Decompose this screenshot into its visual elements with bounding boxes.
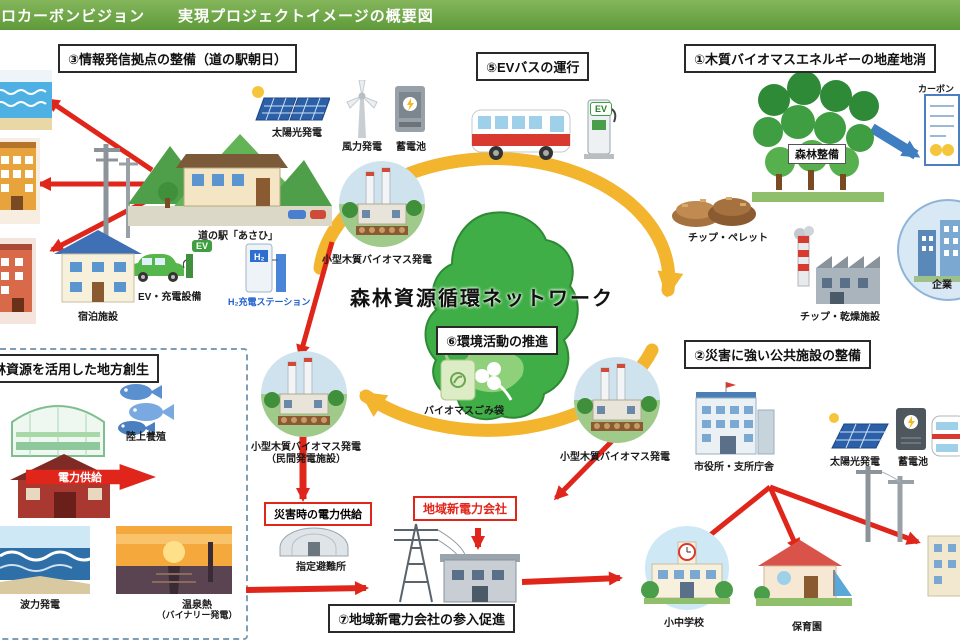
city-hall-label: 市役所・支所庁舎	[694, 462, 774, 473]
network-title: 森林資源循環ネットワーク	[350, 288, 614, 310]
biomass-plant-right	[573, 356, 661, 444]
nursery-building	[750, 532, 854, 616]
section-eco-activity: ⑥環境活動の推進	[436, 326, 559, 355]
shelter-label: 指定避難所	[296, 562, 346, 573]
solar-left-label: 太陽光発電	[272, 128, 322, 139]
section-ev-bus: ⑤EVバスの運行	[476, 52, 590, 81]
wood-chips-pile	[670, 180, 758, 228]
edge-building-right	[926, 530, 960, 602]
wave-power-label: 波力発電	[20, 600, 60, 611]
biomass-trash-bag	[436, 350, 480, 402]
onsen-photo	[116, 526, 232, 594]
biomass-plant-top	[338, 160, 426, 248]
h2-station-unit	[244, 240, 288, 294]
h2-station-label: H₂充電ステーション	[228, 297, 311, 307]
solar-panel-left	[250, 84, 330, 124]
header-bar: ゼロカーボンビジョン 実現プロジェクトイメージの概要図	[0, 0, 960, 30]
roadside-station-scene	[128, 126, 332, 226]
battery-unit-right	[892, 406, 930, 452]
wind-turbine	[336, 80, 388, 138]
solar-panel-right	[826, 410, 890, 452]
h2-glyph: H₂	[254, 252, 265, 262]
ev-car-charging	[126, 246, 194, 286]
ev-charge-label: EV・充電設備	[138, 292, 202, 303]
header-title-left: ゼロカーボンビジョン	[0, 8, 146, 25]
carbon-label: カーボン	[918, 84, 955, 94]
facility-photo-2	[0, 238, 36, 324]
section-disaster-facility: ②災害に強い公共施設の整備	[684, 340, 872, 369]
header-title-right: 実現プロジェクトイメージの概要図	[178, 8, 434, 25]
regional-dev-region	[0, 348, 248, 640]
battery-unit-left	[392, 84, 428, 136]
disaster-power-box: 災害時の電力供給	[264, 502, 372, 526]
aquaculture-fish	[106, 378, 186, 436]
trash-bag-label: バイオマスごみ袋	[424, 406, 504, 417]
section-biomass-local: ①木質バイオマスエネルギーの地産地消	[684, 44, 937, 73]
power-plant	[386, 514, 520, 606]
biomass-left-label-1: 小型木質バイオマス発電	[251, 442, 361, 453]
pool-photo	[0, 70, 52, 130]
onsen-label-2: （バイナリー発電）	[156, 610, 238, 620]
biomass-left-label-2: （民間発電施設）	[266, 454, 346, 465]
ev-bus-sign: EV	[590, 102, 613, 116]
onsen-label-1: 温泉熱	[182, 600, 212, 611]
hotel-label: 宿泊施設	[78, 312, 118, 323]
hotel-building	[54, 226, 142, 308]
battery-left-label: 蓄電池	[396, 142, 426, 153]
greenhouse	[6, 386, 110, 460]
battery-right-label: 蓄電池	[898, 457, 928, 468]
school-label: 小中学校	[664, 618, 704, 629]
new-power-company-box: 地域新電力会社	[413, 496, 518, 521]
blue-arrow-forest-to-company	[869, 123, 921, 160]
forest-maintenance-box: 森林整備	[788, 144, 846, 164]
school-building	[638, 526, 736, 614]
power-barn	[10, 450, 118, 522]
ev-bus	[470, 98, 574, 162]
wave-power-photo	[0, 526, 90, 594]
company-label: 企業	[932, 280, 952, 291]
chip-drying-factory	[786, 226, 884, 308]
facility-photo-1	[0, 138, 40, 224]
biomass-top-label: 小型木質バイオマス発電	[322, 255, 432, 266]
section-info-hub: ③情報発信拠点の整備（道の駅朝日）	[58, 44, 298, 73]
utility-poles-right	[852, 460, 920, 542]
nursery-label: 保育園	[792, 622, 822, 633]
wind-label: 風力発電	[342, 142, 382, 153]
forest-image	[752, 66, 884, 206]
shelter-hut	[276, 524, 352, 558]
company-circle	[896, 196, 960, 304]
aquaculture-label: 陸上養殖	[126, 432, 166, 443]
solar-right-label: 太陽光発電	[830, 457, 880, 468]
biomass-right-label: 小型木質バイオマス発電	[560, 452, 670, 463]
dry-facility-label: チップ・乾燥施設	[800, 312, 880, 323]
chips-label: チップ・ペレット	[688, 233, 768, 244]
biomass-plant-left	[260, 350, 348, 438]
section-regional-dev: 森林資源を活用した地方創生	[0, 354, 160, 383]
ev-sign: EV	[192, 240, 213, 252]
section-new-power-entry: ⑦地域新電力会社の参入促進	[328, 604, 516, 633]
carbon-credit-card	[924, 94, 960, 166]
white-vehicle	[930, 414, 960, 458]
city-hall-building	[690, 380, 778, 458]
michinoeki-label: 道の駅「あさひ」	[198, 231, 278, 242]
